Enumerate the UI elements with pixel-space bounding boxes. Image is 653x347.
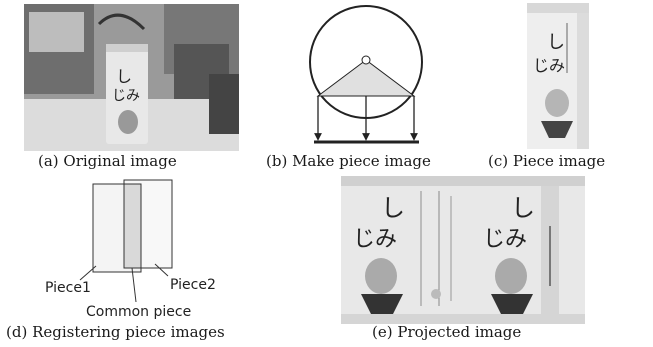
can-label-a1: し: [116, 67, 132, 86]
can-label-c1: し: [547, 32, 565, 53]
can-label-e1: し: [381, 194, 405, 222]
can-label-c2: じみ: [533, 56, 565, 75]
register-diagram: Piece1 Piece2 Common piece: [40, 176, 250, 324]
can-label-a2: じみ: [112, 88, 140, 104]
projected-image: し じみ し じみ: [341, 176, 585, 324]
can-label-e3: し: [511, 194, 535, 222]
label-piece1: Piece1: [45, 280, 91, 296]
caption-d: (d) Registering piece images: [6, 323, 225, 341]
caption-e: (e) Projected image: [372, 323, 522, 341]
piece-image: し じみ: [527, 3, 589, 149]
label-common-piece: Common piece: [86, 304, 191, 320]
caption-a: (a) Original image: [38, 152, 177, 170]
caption-b: (b) Make piece image: [266, 152, 431, 170]
can-label-e4: じみ: [483, 227, 527, 252]
make-piece-diagram: [296, 2, 442, 152]
common-piece-rect: [123, 183, 142, 269]
label-piece2: Piece2: [170, 277, 216, 293]
can-label-e2: じみ: [353, 227, 397, 252]
original-image: し じみ: [24, 4, 239, 151]
caption-c: (c) Piece image: [488, 152, 606, 170]
